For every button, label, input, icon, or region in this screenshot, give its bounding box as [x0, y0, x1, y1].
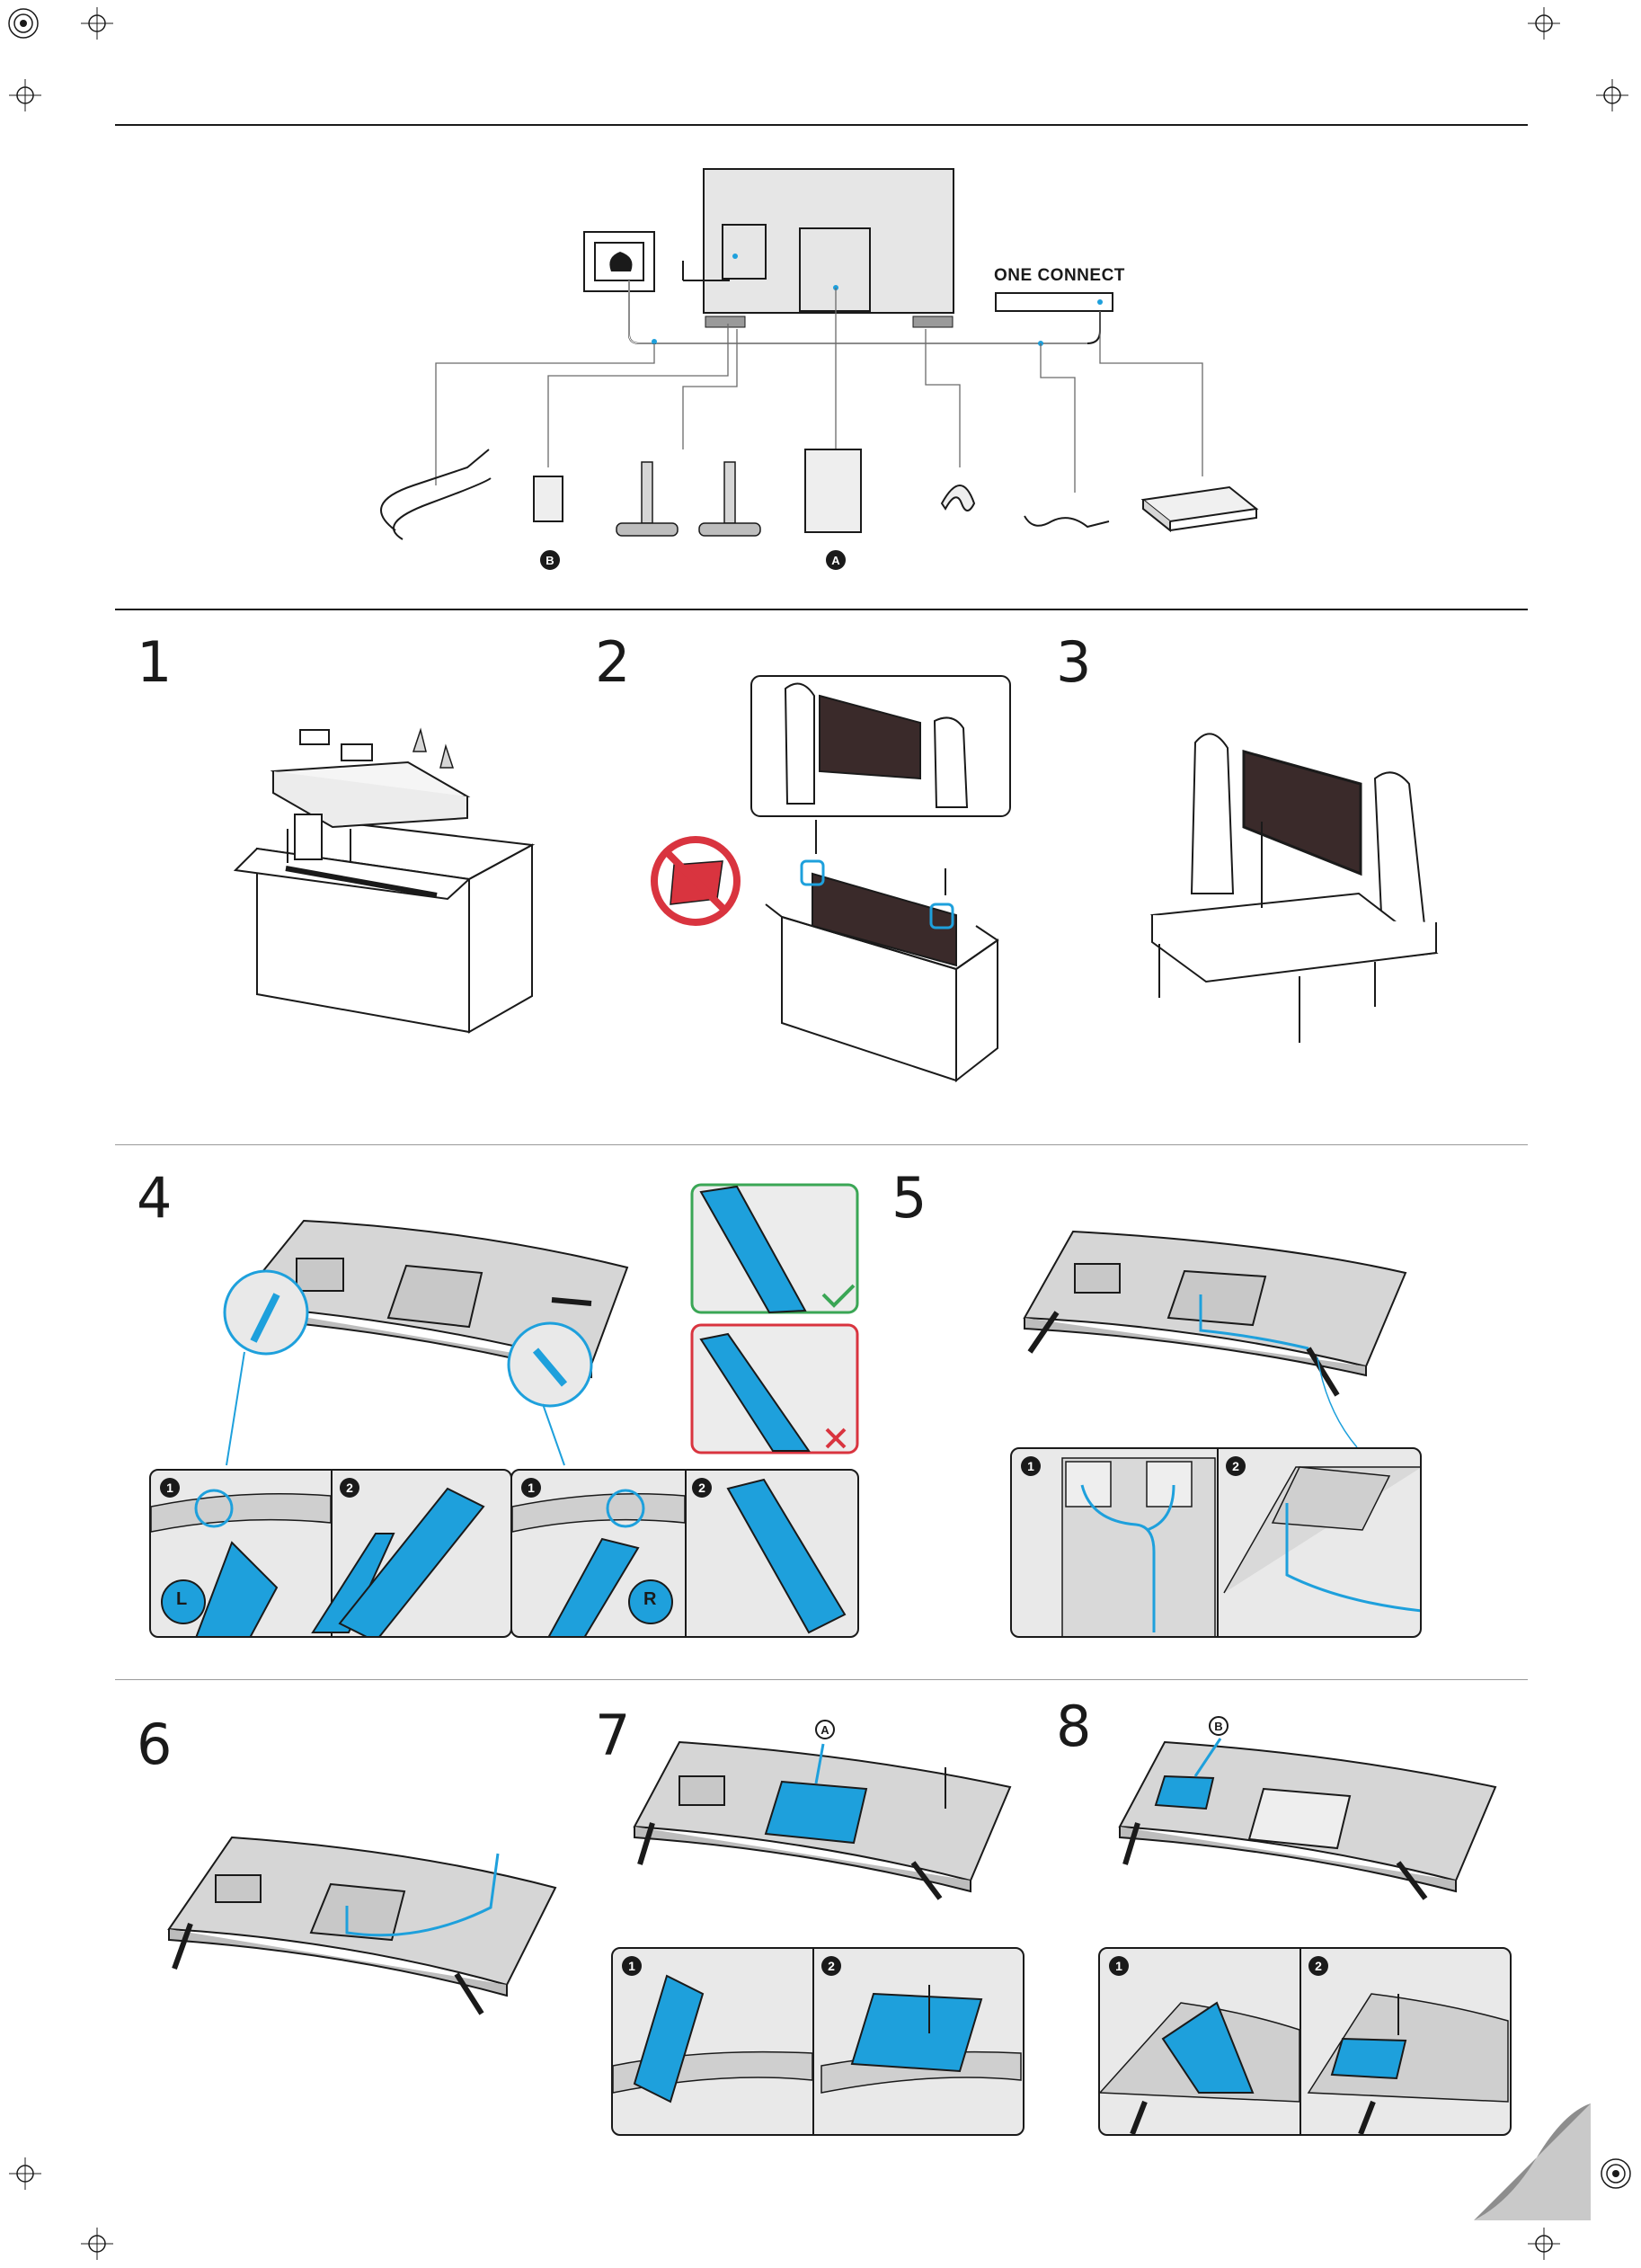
crosshair-icon	[1528, 2228, 1560, 2260]
step-8-tv-illustration	[0, 0, 1641, 2157]
crosshair-icon	[9, 2157, 41, 2190]
crosshair-icon	[81, 2228, 113, 2260]
step-8-detail-panel: 1 2	[1098, 1947, 1512, 2136]
cover-b-callout: B	[1209, 1716, 1229, 1736]
registration-mark-icon	[1600, 2157, 1632, 2190]
substep-badge-1: 1	[1109, 1956, 1129, 1976]
substep-badge-2: 2	[1308, 1956, 1328, 1976]
page-curl-icon	[1474, 2103, 1591, 2220]
cover-b-attach-detail	[1100, 1949, 1510, 2134]
